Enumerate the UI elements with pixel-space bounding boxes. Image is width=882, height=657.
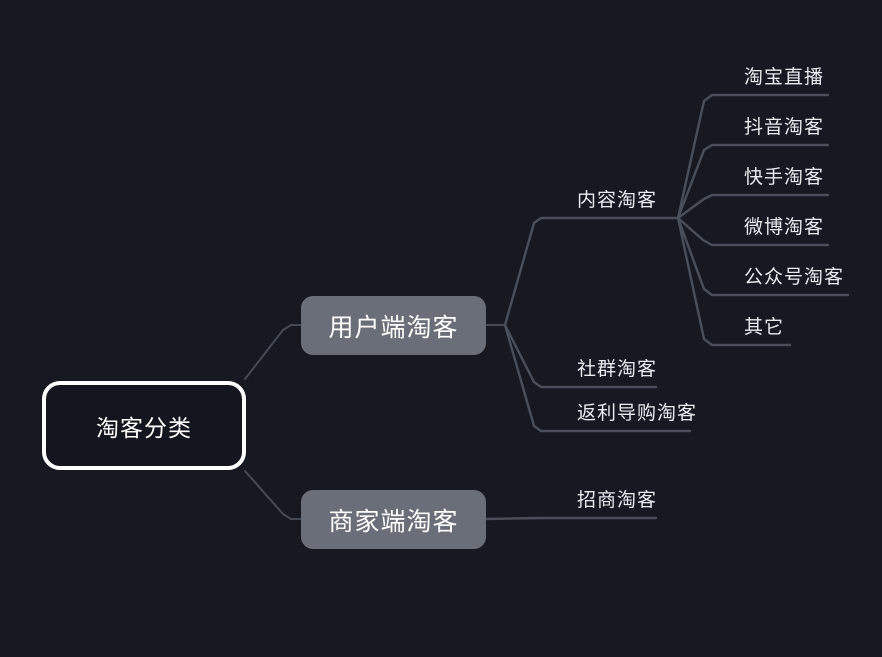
topic-label-content-taoke[interactable]: 内容淘客 [577,190,658,211]
topic-label-weibo-taoke[interactable]: 微博淘客 [744,217,825,238]
topic-label-kuaishou-taoke[interactable]: 快手淘客 [744,167,825,188]
connector-content-to-other [676,216,792,347]
topic-label-douyin-taoke[interactable]: 抖音淘客 [744,117,825,138]
connector-content-to-kuaishou-taoke [676,193,830,220]
connector-content-to-gzh-taoke [676,216,850,297]
branch-node-merchant-taoke[interactable]: 商家端淘客 [301,490,486,549]
connector-user-to-community-taoke [503,323,658,389]
connector-content-to-douyin-taoke [676,143,830,220]
topic-label-rebate-guide-taoke[interactable]: 返利导购淘客 [577,403,698,424]
connector-content-to-taobao-live [676,93,830,220]
connector-root-to-merchant-branch [244,470,302,520]
connector-user-to-content-taoke [503,216,680,327]
branch-node-user-taoke[interactable]: 用户端淘客 [301,296,486,355]
branch-merchant-label: 商家端淘客 [328,507,459,536]
topic-label-other[interactable]: 其它 [744,317,785,338]
connector-root-to-user-branch [244,324,302,380]
topic-label-taobao-live[interactable]: 淘宝直播 [744,67,825,88]
root-topic-node[interactable]: 淘客分类 [42,381,246,470]
connector-user-to-rebate-taoke [503,323,692,433]
topic-label-community-taoke[interactable]: 社群淘客 [577,359,658,380]
connector-merchant-to-recruit-taoke [484,516,658,521]
root-topic-label: 淘客分类 [96,414,192,441]
topic-label-merchant-recruit-taoke[interactable]: 招商淘客 [577,490,658,511]
connector-content-to-weibo-taoke [676,216,830,247]
branch-user-label: 用户端淘客 [328,313,459,342]
topic-label-gongzhonghao-taoke[interactable]: 公众号淘客 [744,267,845,288]
